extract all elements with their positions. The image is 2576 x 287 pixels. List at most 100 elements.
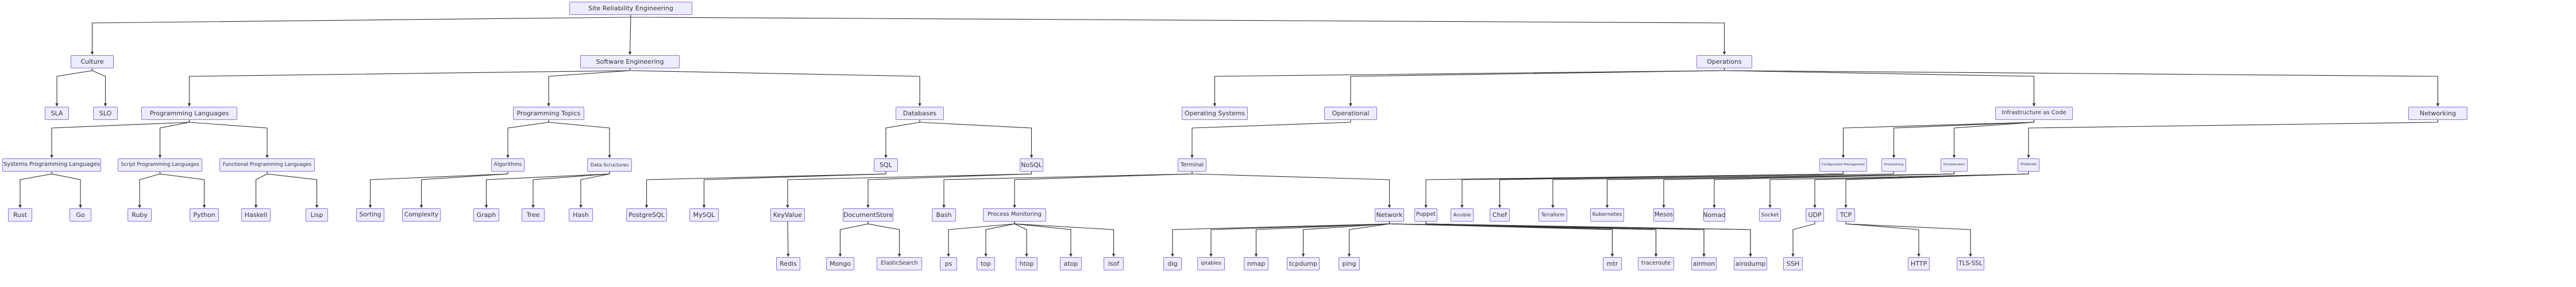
node-complexity[interactable]: Complexity (402, 208, 441, 222)
node-tlsssl[interactable]: TLS-SSL (1957, 257, 1984, 270)
node-mysql[interactable]: MySQL (689, 208, 719, 222)
node-rust[interactable]: Rust (8, 208, 32, 222)
node-terminal[interactable]: Terminal (1178, 158, 1206, 172)
node-elasticsearch[interactable]: ElasticSearch (877, 257, 922, 270)
node-airmon[interactable]: airmon (1691, 257, 1717, 270)
node-puppet[interactable]: Puppet (1414, 208, 1437, 222)
node-network[interactable]: Network (1375, 208, 1404, 222)
node-haskell[interactable]: Haskell (241, 208, 271, 222)
node-iptables[interactable]: iptables (1197, 257, 1225, 270)
node-procmon[interactable]: Process Monitoring (983, 208, 1046, 222)
node-ssh[interactable]: SSH (1783, 257, 1803, 270)
node-tcp[interactable]: TCP (1837, 208, 1855, 222)
node-ping[interactable]: ping (1339, 257, 1360, 270)
edge-terminal-to-bash (942, 172, 1193, 208)
node-funcprog[interactable]: Functional Programming Languages (219, 158, 315, 172)
node-ps[interactable]: ps (940, 257, 957, 270)
node-http[interactable]: HTTP (1908, 257, 1930, 270)
node-sre[interactable]: Site Reliability Engineering (569, 2, 692, 15)
node-proglang[interactable]: Programming Languages (141, 107, 237, 120)
edge-terminal-to-procmon (1013, 172, 1193, 208)
node-culture[interactable]: Culture (71, 55, 114, 68)
edge-sre-to-culture (90, 15, 631, 55)
node-nomad[interactable]: Nomad (1703, 208, 1726, 222)
node-bash[interactable]: Bash (932, 208, 956, 222)
edge-proglang-to-scriptprog (158, 120, 190, 158)
node-terraform[interactable]: Terraform (1538, 208, 1567, 222)
edge-sql-to-postgresql (645, 172, 886, 208)
node-scriptprog[interactable]: Script Programming Languages (118, 158, 202, 172)
node-mongo[interactable]: Mongo (826, 257, 854, 270)
node-hash[interactable]: Hash (569, 208, 593, 222)
node-keyvalue[interactable]: KeyValue (770, 208, 805, 222)
edge-orchestration-to-mesos (1662, 172, 1955, 208)
edge-confmgmt-to-chef (1498, 172, 1844, 208)
node-kubernetes[interactable]: Kubernetes (1590, 208, 1624, 222)
node-socket[interactable]: Socket (1759, 208, 1781, 222)
edge-sysprog-to-rust (18, 172, 52, 208)
node-udp[interactable]: UDP (1806, 208, 1824, 222)
node-orchestration[interactable]: Orchestration (1941, 158, 1968, 172)
edge-network-to-ping (1347, 222, 1390, 257)
node-operational[interactable]: Operational (1324, 107, 1377, 120)
edge-nosql-to-documentstore (866, 172, 1032, 208)
edge-funcprog-to-lisp (267, 172, 319, 208)
edge-operations-to-networking (1723, 68, 2440, 107)
node-atop[interactable]: atop (1060, 257, 1082, 270)
node-nosql[interactable]: NoSQL (1020, 158, 1043, 172)
node-iac[interactable]: Infrastructure as Code (1995, 107, 2073, 120)
node-mesos[interactable]: Mesos (1653, 208, 1674, 222)
edge-progtopics-to-datastruct (548, 120, 611, 158)
edge-proglang-to-sysprog (50, 120, 190, 158)
edge-tcp-to-tlsssl (1845, 222, 1972, 257)
node-top[interactable]: top (977, 257, 995, 270)
node-protocols[interactable]: Protocols (2018, 158, 2039, 172)
node-datastruct[interactable]: Data Scructures (587, 158, 632, 172)
edge-confmgmt-to-ansible (1460, 172, 1844, 208)
node-slo[interactable]: SLO (93, 107, 118, 120)
node-sla[interactable]: SLA (45, 107, 69, 120)
node-opsys[interactable]: Operating Systems (1182, 107, 1248, 120)
edge-sre-to-softeng (628, 14, 632, 55)
node-mtr[interactable]: mtr (1603, 257, 1622, 270)
node-confmgmt[interactable]: Configuration Management (1819, 158, 1867, 172)
node-documentstore[interactable]: DocumentStore (843, 208, 893, 222)
edge-orchestration-to-nomad (1713, 172, 1955, 208)
node-tree[interactable]: Tree (522, 208, 545, 222)
edge-proglang-to-funcprog (188, 120, 269, 158)
node-lsof[interactable]: lsof (1104, 257, 1124, 270)
node-postgresql[interactable]: PostgreSQL (626, 208, 667, 222)
node-traceroute[interactable]: traceroute (1638, 257, 1674, 270)
edge-confmgmt-to-puppet (1424, 172, 1844, 208)
node-nmap[interactable]: nmap (1244, 257, 1268, 270)
node-softeng[interactable]: Software Engineering (580, 55, 680, 68)
node-databases[interactable]: Databases (896, 107, 944, 120)
node-graph[interactable]: Graph (473, 208, 499, 222)
edge-operations-to-opsys (1213, 68, 1725, 107)
edge-operational-to-terminal (1190, 120, 1351, 158)
node-lisp[interactable]: Lisp (306, 208, 328, 222)
edge-procmon-to-lsof (1014, 222, 1116, 257)
node-provisioning[interactable]: Provisioning (1881, 158, 1906, 172)
node-htop[interactable]: htop (1016, 257, 1038, 270)
node-progtopics[interactable]: Programming Topics (513, 107, 584, 120)
node-tcpdump[interactable]: tcpdump (1287, 257, 1320, 270)
node-sql[interactable]: SQL (874, 158, 898, 172)
node-redis[interactable]: Redis (776, 257, 800, 270)
node-algorithms[interactable]: Algorithms (491, 158, 525, 172)
node-airodump[interactable]: airodump (1734, 257, 1767, 270)
node-ruby[interactable]: Ruby (128, 208, 152, 222)
node-dig[interactable]: dig (1163, 257, 1182, 270)
edge-puppet-to-mtr (1425, 222, 1614, 257)
node-sysprog[interactable]: Systems Programming Languages (2, 158, 101, 172)
edge-nosql-to-keyvalue (786, 172, 1032, 208)
node-ansible[interactable]: Ansible (1451, 208, 1474, 222)
edge-iac-to-confmgmt (1841, 120, 2035, 158)
node-chef[interactable]: Chef (1490, 208, 1510, 222)
node-go[interactable]: Go (70, 208, 91, 222)
node-operations[interactable]: Operations (1696, 55, 1752, 68)
edge-algorithms-to-complexity (419, 172, 508, 208)
node-sorting[interactable]: Sorting (356, 208, 384, 222)
node-networking[interactable]: Networking (2408, 107, 2467, 120)
node-python[interactable]: Python (190, 208, 219, 222)
